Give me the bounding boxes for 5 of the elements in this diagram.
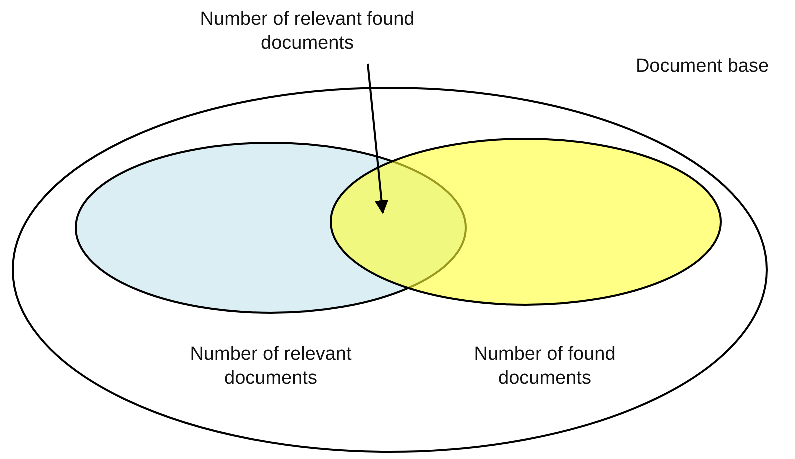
set-label: Number of found documents <box>473 343 617 391</box>
leader-line <box>367 64 389 214</box>
set-label: Number of relevant documents <box>189 343 353 391</box>
set-title: Document base <box>634 55 770 79</box>
callout-text: Number of relevant found documents <box>199 8 416 56</box>
